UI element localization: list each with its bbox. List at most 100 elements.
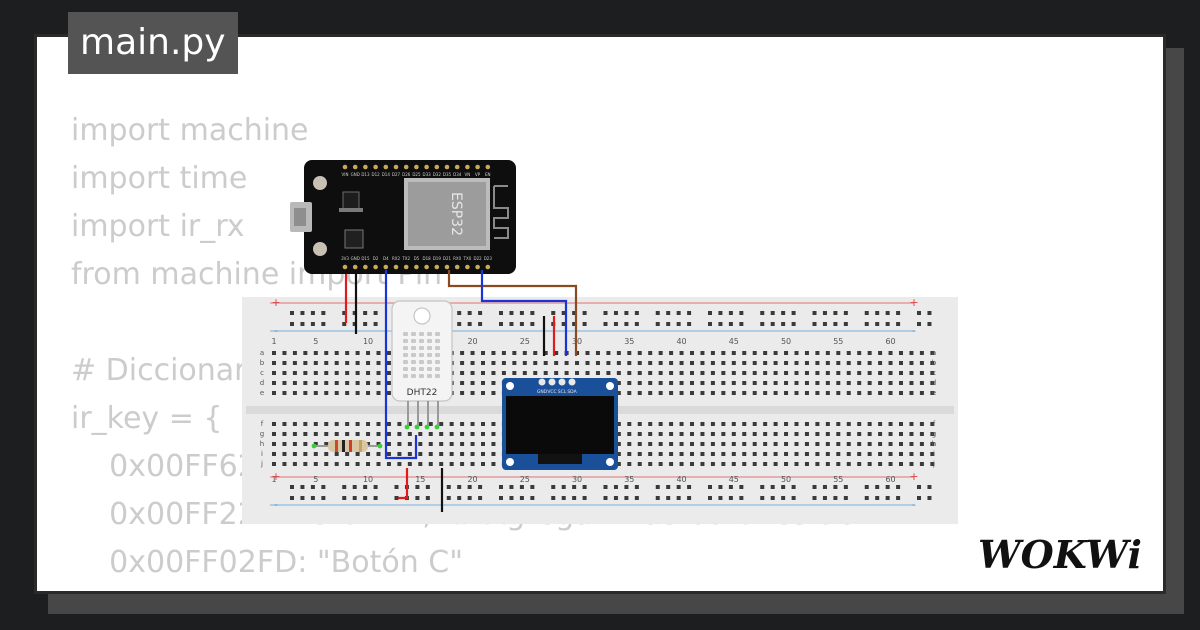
breadboard-row-letter: a bbox=[260, 349, 264, 357]
esp32-pin-label: D4 bbox=[383, 256, 389, 261]
breadboard-number: 30 bbox=[572, 475, 582, 484]
breadboard-number: 35 bbox=[624, 475, 634, 484]
dht22-label: DHT22 bbox=[407, 388, 438, 398]
esp32-pin-label: D18 bbox=[423, 256, 432, 261]
breadboard-number: 25 bbox=[520, 337, 530, 346]
esp32-pin-label: EN bbox=[485, 172, 491, 177]
breadboard-row-letter: j bbox=[932, 460, 935, 468]
breadboard-number: 20 bbox=[467, 337, 477, 346]
esp32-pin-label: TX0 bbox=[463, 256, 472, 261]
circuit-diagram: 1155101015152020252530303535404045455050… bbox=[242, 160, 958, 524]
esp32-pin-label: D33 bbox=[423, 172, 432, 177]
esp32-pin-label: VN bbox=[465, 172, 471, 177]
breadboard-number: 1 bbox=[271, 475, 276, 484]
breadboard-row-letter: h bbox=[932, 440, 936, 448]
code-line: import machine bbox=[71, 113, 309, 148]
rail-minus-label: - bbox=[912, 498, 916, 511]
esp32-pin-label: GND bbox=[351, 256, 360, 261]
breadboard-number: 1 bbox=[271, 337, 276, 346]
breadboard-row-letter: j bbox=[260, 460, 263, 468]
esp32-pin-label: D14 bbox=[382, 172, 391, 177]
wires bbox=[344, 270, 578, 512]
oled-pin-label: SDA bbox=[567, 389, 577, 395]
breadboard-row-letter: f bbox=[933, 420, 936, 428]
breadboard-row-letter: c bbox=[260, 369, 264, 377]
esp32-pin-label: D21 bbox=[443, 256, 452, 261]
breadboard-number: 5 bbox=[313, 475, 318, 484]
breadboard-row-letter: b bbox=[932, 359, 937, 367]
rail-plus-label: + bbox=[909, 470, 918, 483]
breadboard-row-letter: d bbox=[932, 379, 936, 387]
esp32-pin-label: D13 bbox=[361, 172, 370, 177]
breadboard-number: 60 bbox=[885, 337, 895, 346]
oled-pin-label: GND bbox=[537, 389, 548, 395]
rail-minus-label: - bbox=[274, 324, 278, 337]
oled-pin-label: VCC bbox=[547, 389, 556, 395]
esp32-pin-label: D23 bbox=[484, 256, 493, 261]
breadboard-number: 45 bbox=[729, 475, 739, 484]
code-line: 0x00FF02FD: "Botón C" bbox=[71, 545, 463, 580]
esp32-pin-label: D12 bbox=[372, 172, 381, 177]
breadboard-row-letter: g bbox=[260, 430, 264, 438]
breadboard-row-letter: i bbox=[933, 450, 935, 458]
breadboard-number: 15 bbox=[415, 475, 425, 484]
esp32-pin-label: D32 bbox=[433, 172, 442, 177]
breadboard-number: 40 bbox=[676, 475, 686, 484]
code-line: import ir_rx bbox=[71, 209, 245, 244]
rail-plus-label: + bbox=[271, 296, 280, 309]
esp32-label: ESP32 bbox=[448, 192, 464, 236]
esp32-pin-label: RX2 bbox=[392, 256, 401, 261]
breadboard-number: 60 bbox=[885, 475, 895, 484]
rail-minus-label: - bbox=[274, 498, 278, 511]
esp32-pin-label: RX0 bbox=[453, 256, 462, 261]
esp32-pin-label: VIN bbox=[342, 172, 349, 177]
dht22-sensor: DHT22 bbox=[391, 300, 453, 427]
breadboard-number: 50 bbox=[781, 475, 791, 484]
breadboard-number: 10 bbox=[363, 475, 373, 484]
breadboard-number: 20 bbox=[467, 475, 477, 484]
breadboard-row-letter: b bbox=[260, 359, 265, 367]
esp32-pin-label: D22 bbox=[474, 256, 483, 261]
rail-plus-label: + bbox=[271, 470, 280, 483]
breadboard-row-letter: g bbox=[932, 430, 936, 438]
breadboard-number: 55 bbox=[833, 475, 843, 484]
breadboard-number: 5 bbox=[313, 337, 318, 346]
code-line: } bbox=[71, 587, 944, 591]
esp32-pin-label: 3V3 bbox=[341, 256, 349, 261]
resistor bbox=[314, 440, 380, 452]
esp32-pin-label: D15 bbox=[361, 256, 370, 261]
esp32-pin-label: TX2 bbox=[401, 256, 410, 261]
wokwi-logo: WOKWi bbox=[978, 532, 1142, 577]
breadboard-number: 45 bbox=[729, 337, 739, 346]
breadboard-row-letter: e bbox=[932, 389, 936, 397]
esp32-pin-label: D5 bbox=[414, 256, 420, 261]
esp32-pin-label: D35 bbox=[443, 172, 452, 177]
breadboard-number: 10 bbox=[363, 337, 373, 346]
esp32-pin-label: D27 bbox=[392, 172, 401, 177]
esp32-pin-label: D2 bbox=[373, 256, 379, 261]
breadboard-row-letter: f bbox=[261, 420, 264, 428]
wokwi-logo-text: WOKWi bbox=[978, 532, 1142, 577]
code-line: import time bbox=[71, 161, 248, 196]
esp32-pin-label: GND bbox=[351, 172, 360, 177]
breadboard-number: 40 bbox=[676, 337, 686, 346]
connection-markers bbox=[311, 424, 440, 449]
breadboard-row-letter: h bbox=[260, 440, 264, 448]
breadboard-row-letter: c bbox=[932, 369, 936, 377]
esp32-pin-label: D19 bbox=[433, 256, 442, 261]
breadboard-number: 50 bbox=[781, 337, 791, 346]
breadboard-number: 25 bbox=[520, 475, 530, 484]
file-tab[interactable]: main.py bbox=[68, 12, 238, 74]
breadboard-number: 55 bbox=[833, 337, 843, 346]
breadboard-row-letter: i bbox=[261, 450, 263, 458]
breadboard-row-letter: a bbox=[932, 349, 936, 357]
breadboard-row-letter: e bbox=[260, 389, 264, 397]
esp32-pin-label: D34 bbox=[453, 172, 462, 177]
rail-minus-label: - bbox=[912, 324, 916, 337]
breadboard-number: 35 bbox=[624, 337, 634, 346]
code-line: ir_key = { bbox=[71, 401, 223, 436]
esp32-pin-label: VP bbox=[475, 172, 481, 177]
esp32-pin-label: D26 bbox=[402, 172, 411, 177]
